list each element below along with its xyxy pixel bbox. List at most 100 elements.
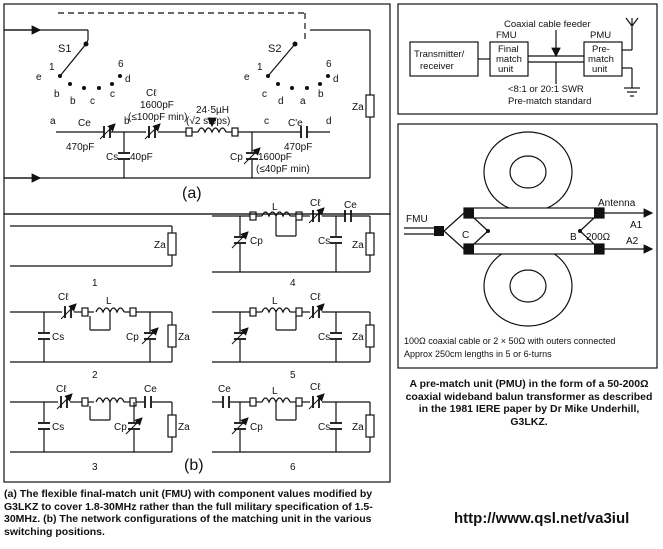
net-5-za: Za	[352, 332, 364, 343]
fmu-title: FMU	[496, 30, 517, 41]
s2-label: S2	[268, 43, 281, 55]
net-4-number: 4	[290, 278, 296, 289]
net-2-cl: Cℓ	[58, 292, 69, 303]
cprime-e-label: C'e	[288, 118, 303, 129]
s1-contact-1: 1	[49, 62, 55, 73]
net-2-number: 2	[92, 370, 98, 381]
fmu-box-2: match	[496, 54, 522, 65]
net-4-l: L	[272, 202, 278, 213]
block-diagram	[397, 3, 658, 115]
s2-contact-e: e	[244, 72, 250, 83]
net-4-cl: Cℓ	[310, 198, 321, 209]
net-6-ce: Ce	[218, 384, 231, 395]
net-4-za: Za	[352, 240, 364, 251]
balun-ohm: 200Ω	[586, 232, 611, 243]
s1-contact-c2: c	[110, 89, 115, 100]
panel-b-label: (b)	[184, 457, 204, 474]
net-2-l: L	[106, 296, 112, 307]
panel-a-label: (a)	[182, 185, 202, 202]
s2-contact-1: 1	[257, 62, 263, 73]
s2-contact-c: c	[262, 89, 267, 100]
net-3-number: 3	[92, 462, 98, 473]
net-6-cl: Cℓ	[310, 382, 321, 393]
pmu-caption: A pre-match unit (PMU) in the form of a …	[405, 378, 653, 428]
za-label-a: Za	[352, 102, 364, 113]
net-3-za: Za	[178, 422, 190, 433]
net-1-za: Za	[154, 240, 166, 251]
balun-a1: A1	[630, 220, 643, 231]
s2-contact-b: b	[318, 89, 324, 100]
cl-label: Cℓ	[146, 88, 157, 99]
pmu-box-2: match	[588, 54, 614, 65]
balun-note-2: Approx 250cm lengths in 5 or 6-turns	[404, 349, 552, 359]
net-6-za: Za	[352, 422, 364, 433]
swr-label: <8:1 or 20:1 SWR	[508, 84, 584, 95]
net-6-l: L	[272, 386, 278, 397]
net-3-cp: Cp	[114, 422, 127, 433]
cs-value: 40pF	[130, 152, 153, 163]
net-6-cp: Cp	[250, 422, 263, 433]
net-4-cp: Cp	[250, 236, 263, 247]
net-5-cs: Cs	[318, 332, 330, 343]
feeder-label: Coaxial cable feeder	[504, 19, 591, 30]
net-3-cl: Cℓ	[56, 384, 67, 395]
s1-contact-b2: b	[70, 96, 76, 107]
cl-value-1: 1600pF	[140, 100, 174, 111]
ce-label: Ce	[78, 118, 91, 129]
inductor-steps: (√2 steps)	[186, 115, 230, 127]
pmu-box-3: unit	[592, 64, 608, 75]
cprime-e-value: 470pF	[284, 142, 312, 153]
panel-b	[3, 208, 391, 483]
net-5-cl: Cℓ	[310, 292, 321, 303]
balun-fmu: FMU	[406, 214, 428, 225]
node-b: b	[124, 116, 130, 127]
fmu-caption: (a) The flexible final-match unit (FMU) …	[4, 488, 373, 538]
fmu-box-1: Final	[498, 44, 519, 55]
s1-contact-b1: b	[54, 89, 60, 100]
node-a: a	[50, 116, 56, 127]
inductor-value: 24·5µH	[196, 105, 229, 116]
balun-a2: A2	[626, 236, 639, 247]
net-2-za: Za	[178, 332, 190, 343]
std-label: Pre-match standard	[508, 96, 591, 107]
tx-label-1: Transmitter/	[414, 49, 465, 60]
s1-contact-e: e	[36, 72, 42, 83]
node-c: c	[264, 116, 269, 127]
net-6-cs: Cs	[318, 422, 330, 433]
fmu-box-3: unit	[498, 64, 514, 75]
node-d: d	[326, 116, 332, 127]
s1-label: S1	[58, 43, 71, 55]
cp-label: Cp	[230, 152, 243, 163]
ce-value: 470pF	[66, 142, 94, 153]
s1-contact-6: 6	[118, 59, 124, 70]
s2-contact-a: a	[300, 96, 306, 107]
cp-value-2: (≤40pF min)	[256, 164, 310, 175]
s1-contact-c1: c	[90, 96, 95, 107]
net-5-number: 5	[290, 370, 296, 381]
pmu-title: PMU	[590, 30, 611, 41]
source-url[interactable]: http://www.qsl.net/va3iul	[454, 510, 630, 527]
net-4-ce: Ce	[344, 200, 357, 211]
net-5-l: L	[272, 296, 278, 307]
balun-b: B	[570, 232, 577, 243]
net-4-cs: Cs	[318, 236, 330, 247]
net-3-ce: Ce	[144, 384, 157, 395]
balun-diagram	[397, 123, 658, 369]
net-2-cp: Cp	[126, 332, 139, 343]
cl-value-2: (≤100pF min)	[128, 112, 187, 123]
tx-label-2: receiver	[420, 61, 454, 72]
s1-contact-d: d	[125, 74, 131, 85]
pmu-box-1: Pre-	[592, 44, 610, 55]
s2-contact-d1: d	[278, 96, 284, 107]
s2-contact-6: 6	[326, 59, 332, 70]
balun-c: C	[462, 230, 469, 241]
balun-antenna: Antenna	[598, 198, 636, 209]
cs-label: Cs	[106, 152, 118, 163]
net-6-number: 6	[290, 462, 296, 473]
s2-contact-d2: d	[333, 74, 339, 85]
net-3-cs: Cs	[52, 422, 64, 433]
net-1-number: 1	[92, 278, 98, 289]
net-2-cs: Cs	[52, 332, 64, 343]
balun-note-1: 100Ω coaxial cable or 2 × 50Ω with outer…	[404, 336, 615, 346]
